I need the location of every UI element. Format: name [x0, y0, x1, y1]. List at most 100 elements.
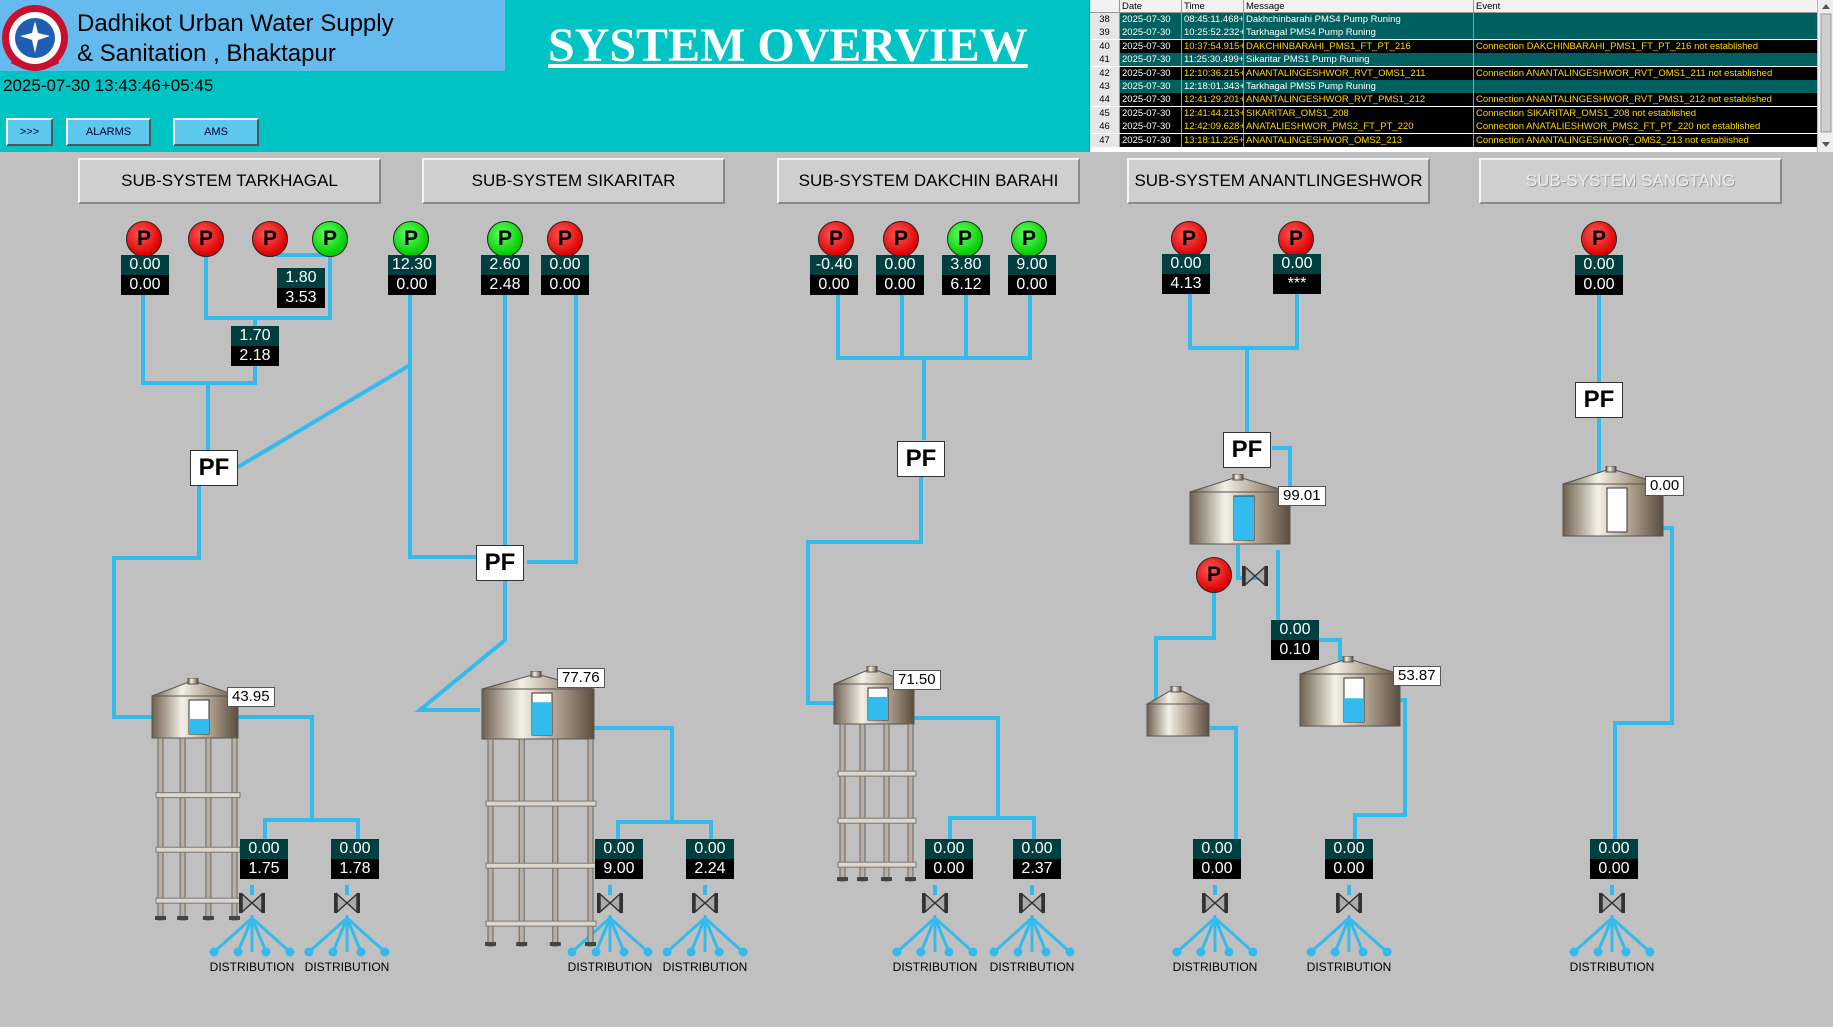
pump-tarkhagal-4[interactable]: P — [312, 221, 348, 257]
tank-level-sikaritar: 77.76 — [557, 668, 605, 688]
nav-next-button[interactable]: >>> — [6, 118, 53, 146]
distribution-valve-icon[interactable] — [1336, 891, 1362, 915]
event-log-row[interactable]: 382025-07-3008:45:11.468+05Dakhchinbarah… — [1090, 13, 1818, 26]
reading-flow: 0.00 — [240, 839, 288, 859]
event-log-cell-message: SIKARITAR_OMS1_208 — [1244, 106, 1474, 120]
distribution-valve-icon[interactable] — [1202, 891, 1228, 915]
pump-tarkhagal-1[interactable]: P — [126, 221, 162, 257]
tank-dakchin[interactable] — [832, 666, 922, 895]
pump-tarkhagal-5[interactable]: P — [393, 221, 429, 257]
subsystem-tarkhagal-button[interactable]: SUB-SYSTEM TARKHAGAL — [78, 158, 381, 204]
distribution-arrow-head — [1248, 947, 1258, 957]
distribution-valve-icon[interactable] — [597, 891, 623, 915]
reading-pressure: 9.00 — [595, 859, 643, 879]
event-log-row[interactable]: 442025-07-3012:41:29.201+05ANANTALINGESH… — [1090, 93, 1818, 107]
tank-level-anant-top: 99.01 — [1278, 486, 1326, 506]
event-log-cell-date: 2025-07-30 — [1120, 80, 1182, 93]
event-log-row[interactable]: 472025-07-3013:18:11.225+05ANANTALINGESH… — [1090, 133, 1818, 147]
event-log-cell-message: ANANTALINGESHWOR_RVT_OMS1_211 — [1244, 66, 1474, 80]
tank-tarkhagal[interactable] — [150, 678, 246, 934]
pressure-filter-sikaritar[interactable]: PF — [476, 545, 524, 581]
event-log-cell-date: 2025-07-30 — [1120, 13, 1182, 26]
distribution-arrow-head — [304, 947, 314, 957]
subsystem-sangtang-button[interactable]: SUB-SYSTEM SANGTANG — [1479, 158, 1782, 204]
distribution-valve-icon[interactable] — [334, 891, 360, 915]
subsystem-dakchin-barahi-button[interactable]: SUB-SYSTEM DAKCHIN BARAHI — [777, 158, 1080, 204]
pump-sikaritar-2[interactable]: P — [547, 221, 583, 257]
alarms-button[interactable]: ALARMS — [66, 118, 151, 146]
distribution-arrow-head — [989, 947, 999, 957]
reading-pressure: 0.00 — [1575, 275, 1623, 295]
event-log-cell-message: ANANTALINGESHWOR_OMS2_213 — [1244, 133, 1474, 147]
subsystem-anantlingeshwor-button[interactable]: SUB-SYSTEM ANANTLINGESHWOR — [1127, 158, 1430, 204]
valve-anant-center-icon[interactable] — [1242, 564, 1268, 588]
event-log-cell-date: 2025-07-30 — [1120, 53, 1182, 67]
pump-sikaritar-1[interactable]: P — [487, 221, 523, 257]
distribution-valve-icon[interactable] — [1599, 891, 1625, 915]
ams-button[interactable]: AMS — [173, 118, 259, 146]
distribution-arrow — [1347, 916, 1389, 954]
distribution-arrow-head — [738, 947, 748, 957]
pressure-filter-tarkhagal[interactable]: PF — [190, 450, 238, 486]
pump-dakchin-3[interactable]: P — [947, 221, 983, 257]
tank-anant-small[interactable] — [1145, 686, 1217, 742]
distribution-label: DISTRIBUTION — [567, 960, 653, 974]
tank-anant-top[interactable] — [1188, 474, 1298, 550]
distribution-arrow-head — [619, 947, 629, 957]
pump-sangtang-1[interactable]: P — [1581, 221, 1617, 257]
event-log-cell-num: 44 — [1090, 93, 1120, 107]
reading-pressure: 0.10 — [1271, 640, 1319, 660]
event-log-row[interactable]: 462025-07-3012:42:09.628+05ANATALIESHWOR… — [1090, 120, 1818, 134]
event-log-row[interactable]: 402025-07-3010:37:54.915+05DAKCHINBARAHI… — [1090, 39, 1818, 53]
reading-pressure: 0.00 — [810, 275, 858, 295]
distribution-arrow — [933, 917, 951, 953]
pump-tarkhagal-3[interactable]: P — [252, 221, 288, 257]
event-log-scrollbar[interactable] — [1817, 0, 1833, 152]
col-header-date: Date — [1120, 0, 1182, 13]
event-log-cell-time: 12:18:01.343+05 — [1182, 80, 1244, 93]
tank-anant-right[interactable] — [1298, 656, 1408, 732]
distribution-valve-icon[interactable] — [239, 891, 265, 915]
subsystem-sikaritar-button[interactable]: SUB-SYSTEM SIKARITAR — [422, 158, 725, 204]
pressure-filter-anant[interactable]: PF — [1223, 432, 1271, 468]
pump-anant-2[interactable]: P — [1278, 221, 1314, 257]
reading-flow: 0.00 — [1193, 839, 1241, 859]
pressure-filter-dakchin[interactable]: PF — [897, 441, 945, 477]
reading-pressure: 0.00 — [388, 275, 436, 295]
distribution-valve-icon[interactable] — [692, 891, 718, 915]
pump-tarkhagal-2[interactable]: P — [188, 221, 224, 257]
pump-dakchin-2[interactable]: P — [883, 221, 919, 257]
reading-pressure: 2.48 — [481, 275, 529, 295]
reading-flow: 0.00 — [1013, 839, 1061, 859]
current-datetime: 2025-07-30 13:43:46+05:45 — [3, 76, 214, 95]
distribution-valve-icon[interactable] — [1019, 891, 1045, 915]
reading-pressure: 2.24 — [686, 859, 734, 879]
reading-flow: 9.00 — [1008, 255, 1056, 275]
event-log-cell-message: Tarkhagal PMS5 Pump Runing — [1244, 80, 1474, 93]
event-log-row[interactable]: 422025-07-3012:10:36.215+05ANANTALINGESH… — [1090, 66, 1818, 80]
tank-sikaritar[interactable] — [480, 671, 602, 960]
pump-anant-1[interactable]: P — [1171, 221, 1207, 257]
pump-dakchin-1[interactable]: P — [818, 221, 854, 257]
pump-dakchin-4[interactable]: P — [1011, 221, 1047, 257]
event-log-cell-message: ANATALIESHWOR_PMS2_FT_PT_220 — [1244, 120, 1474, 134]
event-log-cell-num: 46 — [1090, 120, 1120, 134]
distribution-valve-icon[interactable] — [922, 891, 948, 915]
tank-level-dakchin: 71.50 — [893, 670, 941, 690]
distribution-label: DISTRIBUTION — [892, 960, 978, 974]
reading-pressure: 0.00 — [1590, 859, 1638, 879]
distribution-arrow-head — [944, 947, 954, 957]
tank-sangtang[interactable] — [1561, 466, 1671, 542]
pump-anant-3[interactable]: P — [1196, 557, 1232, 593]
event-log-row[interactable]: 452025-07-3012:41:44.213+05SIKARITAR_OMS… — [1090, 106, 1818, 120]
distribution-arrow — [1333, 917, 1351, 953]
event-log-cell-num: 45 — [1090, 106, 1120, 120]
pressure-filter-sangtang[interactable]: PF — [1575, 382, 1623, 418]
